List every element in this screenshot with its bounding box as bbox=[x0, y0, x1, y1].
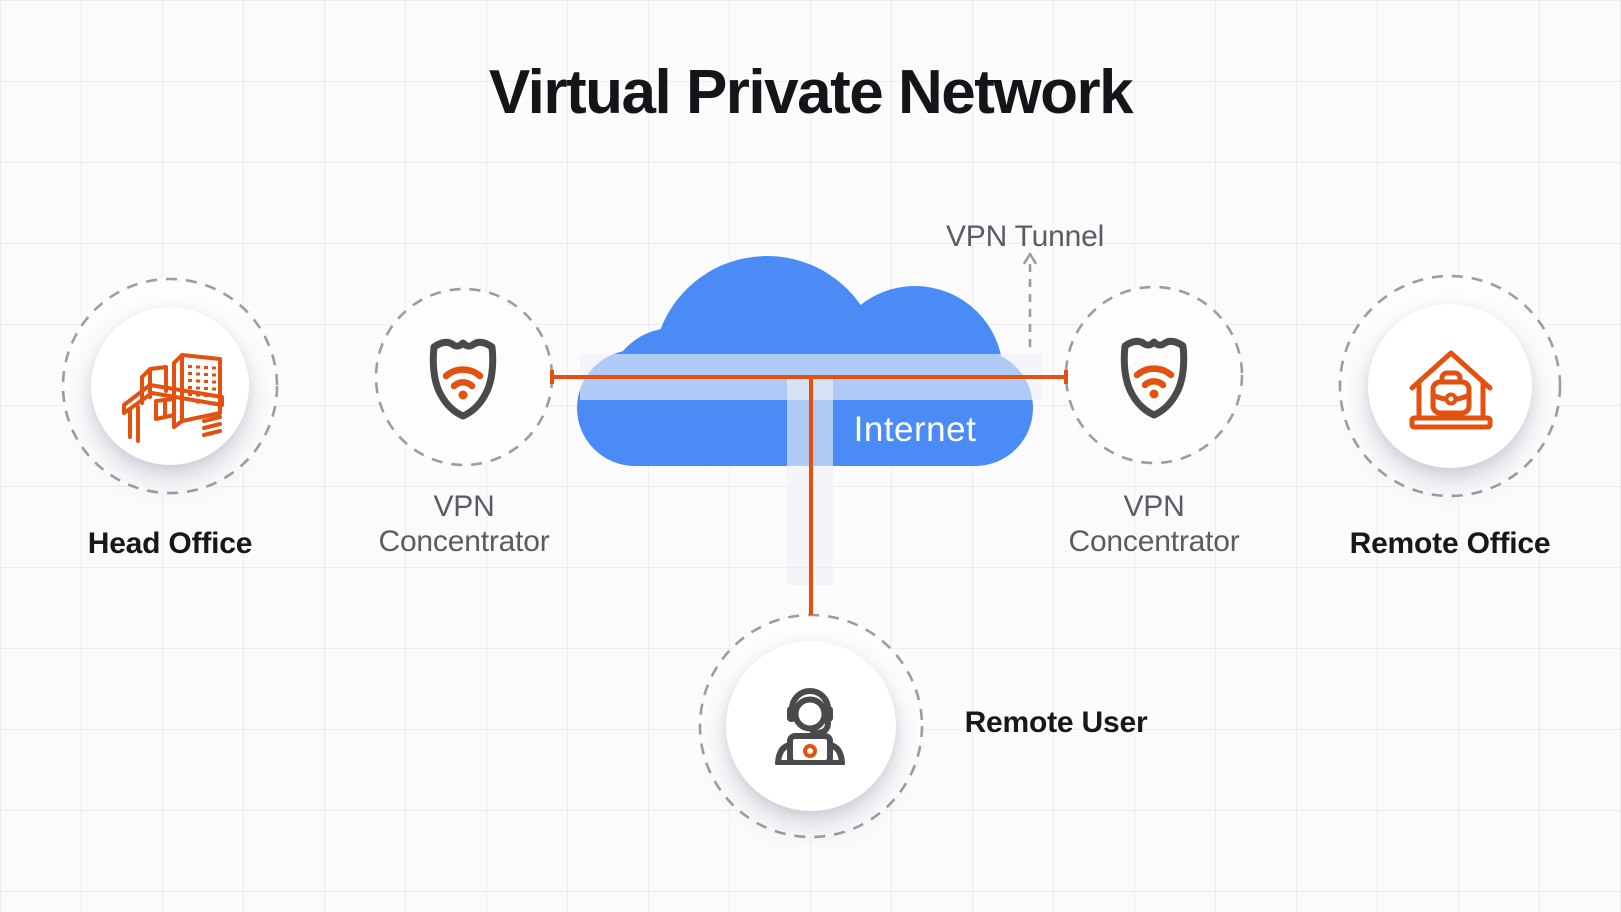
vpn-concentrator-left-label: VPN Concentrator bbox=[314, 489, 614, 559]
shield-wifi-icon bbox=[1120, 337, 1188, 419]
connection-line-horizontal bbox=[552, 375, 1066, 379]
vpn-concentrator-left-label-line2: Concentrator bbox=[378, 525, 550, 558]
remote-office-plate bbox=[1368, 304, 1532, 468]
head-office-plate bbox=[91, 307, 249, 465]
arrow-up-icon bbox=[1023, 252, 1037, 265]
user-headset-icon bbox=[775, 688, 845, 765]
vpn-tunnel-label: VPN Tunnel bbox=[945, 220, 1105, 253]
vpn-concentrator-right-label: VPN Concentrator bbox=[1004, 489, 1304, 559]
vpn-concentrator-right-ring bbox=[1064, 285, 1244, 465]
connection-endpoint-tick-left bbox=[550, 370, 554, 384]
vpn-concentrator-right-label-line1: VPN bbox=[1123, 490, 1185, 523]
vpn-concentrator-right-label-line2: Concentrator bbox=[1068, 525, 1240, 558]
vpn-concentrator-left-label-line1: VPN bbox=[433, 490, 495, 523]
vpn-tunnel-leader-line bbox=[1023, 252, 1037, 350]
connection-endpoint-tick-right bbox=[1064, 370, 1068, 384]
remote-user-label: Remote User bbox=[964, 706, 1148, 739]
house-briefcase-icon bbox=[1409, 350, 1493, 430]
internet-label: Internet bbox=[853, 410, 977, 449]
page-title: Virtual Private Network bbox=[488, 58, 1134, 127]
shield-wifi-icon bbox=[429, 338, 497, 420]
remote-office-label: Remote Office bbox=[1349, 527, 1551, 560]
connection-line-vertical bbox=[809, 377, 813, 615]
office-building-icon bbox=[122, 353, 224, 443]
head-office-label: Head Office bbox=[87, 527, 253, 560]
